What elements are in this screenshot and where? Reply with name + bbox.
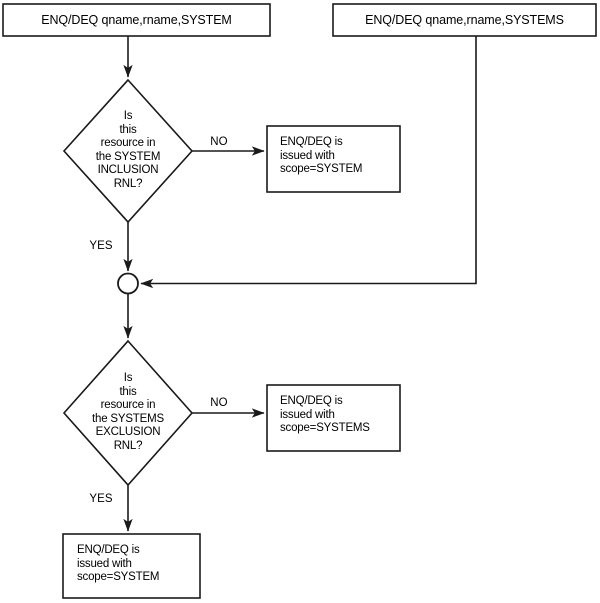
process-scope-system-top-shape	[266, 125, 401, 193]
connector-start-systems-to-junction	[140, 36, 477, 289]
decision-systems-exclusion-label: Is this resource in the SYSTEMS EXCLUSIO…	[92, 372, 164, 452]
start-box-system-label: ENQ/DEQ qname,rname,SYSTEM	[41, 13, 232, 27]
edge-label-decision1-yes: YES	[89, 240, 113, 252]
process-scope-systems-label: ENQ/DEQ is issued with scope=SYSTEMS	[280, 395, 370, 435]
start-box-system-shape	[2, 3, 271, 37]
edge-label-decision1-no: NO	[210, 136, 228, 148]
start-box-systems-label: ENQ/DEQ qname,rname,SYSTEMS	[365, 13, 564, 27]
merge-junction-shape	[117, 272, 139, 295]
process-scope-system-bottom-label: ENQ/DEQ is issued with scope=SYSTEM	[77, 544, 160, 584]
process-scope-system-top-label: ENQ/DEQ is issued with scope=SYSTEM	[280, 136, 363, 176]
edge-label-decision2-no: NO	[210, 397, 228, 409]
edge-label-decision2-yes: YES	[89, 493, 113, 505]
process-scope-systems-shape	[266, 384, 401, 452]
decision-system-inclusion-label: Is this resource in the SYSTEM INCLUSION…	[95, 110, 161, 190]
start-box-systems-shape	[332, 3, 597, 37]
process-scope-system-bottom-shape	[62, 533, 201, 599]
